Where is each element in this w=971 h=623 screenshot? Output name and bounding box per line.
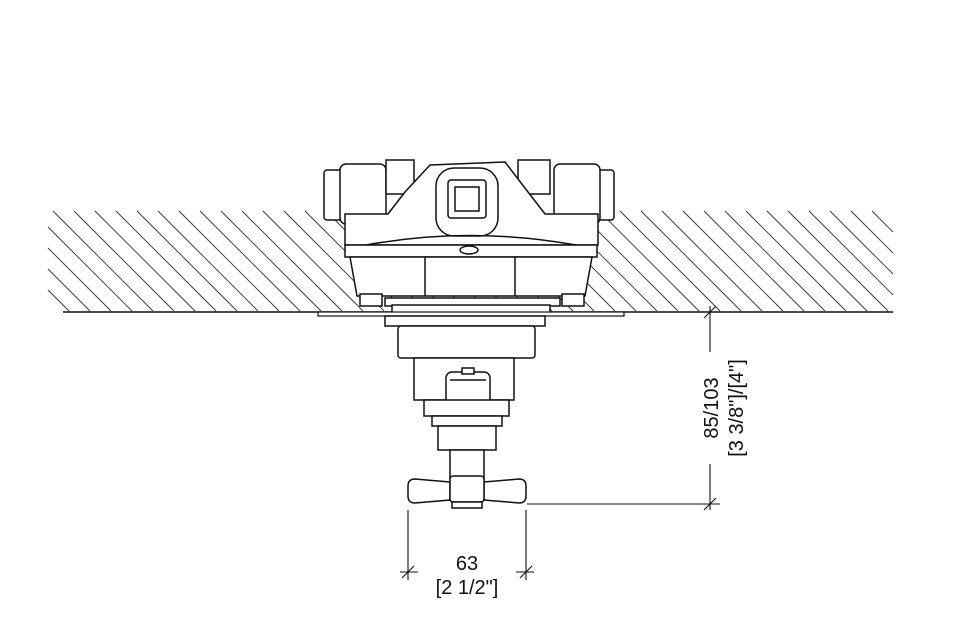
right-lug xyxy=(517,159,551,195)
base-tab-right xyxy=(561,293,585,307)
width-imperial-label: [2 1/2"] xyxy=(436,577,499,599)
trim-assembly xyxy=(384,315,546,509)
hatch-line xyxy=(850,210,894,254)
hatch-line xyxy=(199,210,301,312)
hatch-line xyxy=(598,210,700,312)
stem-collar xyxy=(431,415,503,427)
hatch-line xyxy=(829,210,894,275)
hatch-line xyxy=(157,210,259,312)
depth-tick-top xyxy=(703,305,717,319)
depth-dimension xyxy=(527,305,720,511)
hatch-line xyxy=(661,210,763,312)
hatch-line xyxy=(703,210,805,312)
hatch-line xyxy=(871,210,894,233)
width-metric-label: 63 xyxy=(456,553,478,575)
lower-collar xyxy=(423,399,510,417)
hatch-line xyxy=(808,210,894,296)
stem xyxy=(449,449,485,481)
depth-metric-label: 85/103 xyxy=(701,377,723,438)
flange-screw xyxy=(459,245,479,255)
cartridge-square-inner xyxy=(454,186,480,212)
hatch-line xyxy=(136,210,238,312)
hatch-line xyxy=(766,210,868,312)
hatch-line xyxy=(787,210,889,312)
hatch-line xyxy=(73,210,175,312)
depth-label-mask xyxy=(695,352,725,464)
valve-body xyxy=(323,159,615,314)
hatch-line xyxy=(47,268,91,312)
hatch-line xyxy=(262,210,364,312)
base-tab-left xyxy=(359,293,383,307)
lower-body xyxy=(349,256,593,297)
hatch-line xyxy=(640,210,742,312)
hatch-line xyxy=(241,210,343,312)
hatch-line xyxy=(724,210,826,312)
hatch-line xyxy=(47,247,112,312)
trim-body xyxy=(397,325,536,359)
hatch-line xyxy=(47,289,70,312)
width-tick-right xyxy=(519,565,533,579)
hatch-line xyxy=(619,210,721,312)
hatch-line xyxy=(52,210,154,312)
handle-arm-right xyxy=(483,478,527,504)
hatch-line xyxy=(115,210,217,312)
handle-hub xyxy=(449,475,485,503)
hatch-line xyxy=(682,210,784,312)
hatch-line xyxy=(220,210,322,312)
nut-top xyxy=(461,367,475,375)
width-label-mask xyxy=(418,562,516,580)
hatch-line xyxy=(94,210,196,312)
handle-hub-base xyxy=(451,501,483,509)
stem-neck xyxy=(437,425,497,451)
depth-imperial-label: [3 3/8"]/[4"] xyxy=(726,359,748,457)
depth-tick-bottom xyxy=(703,497,717,511)
trim-sleeve xyxy=(384,315,546,327)
handle-arm-left xyxy=(407,478,451,504)
hatch-line xyxy=(178,210,280,312)
width-tick-left xyxy=(401,565,415,579)
hatch-line xyxy=(47,226,133,312)
flange-arc xyxy=(365,234,577,246)
hatch-line xyxy=(745,210,847,312)
